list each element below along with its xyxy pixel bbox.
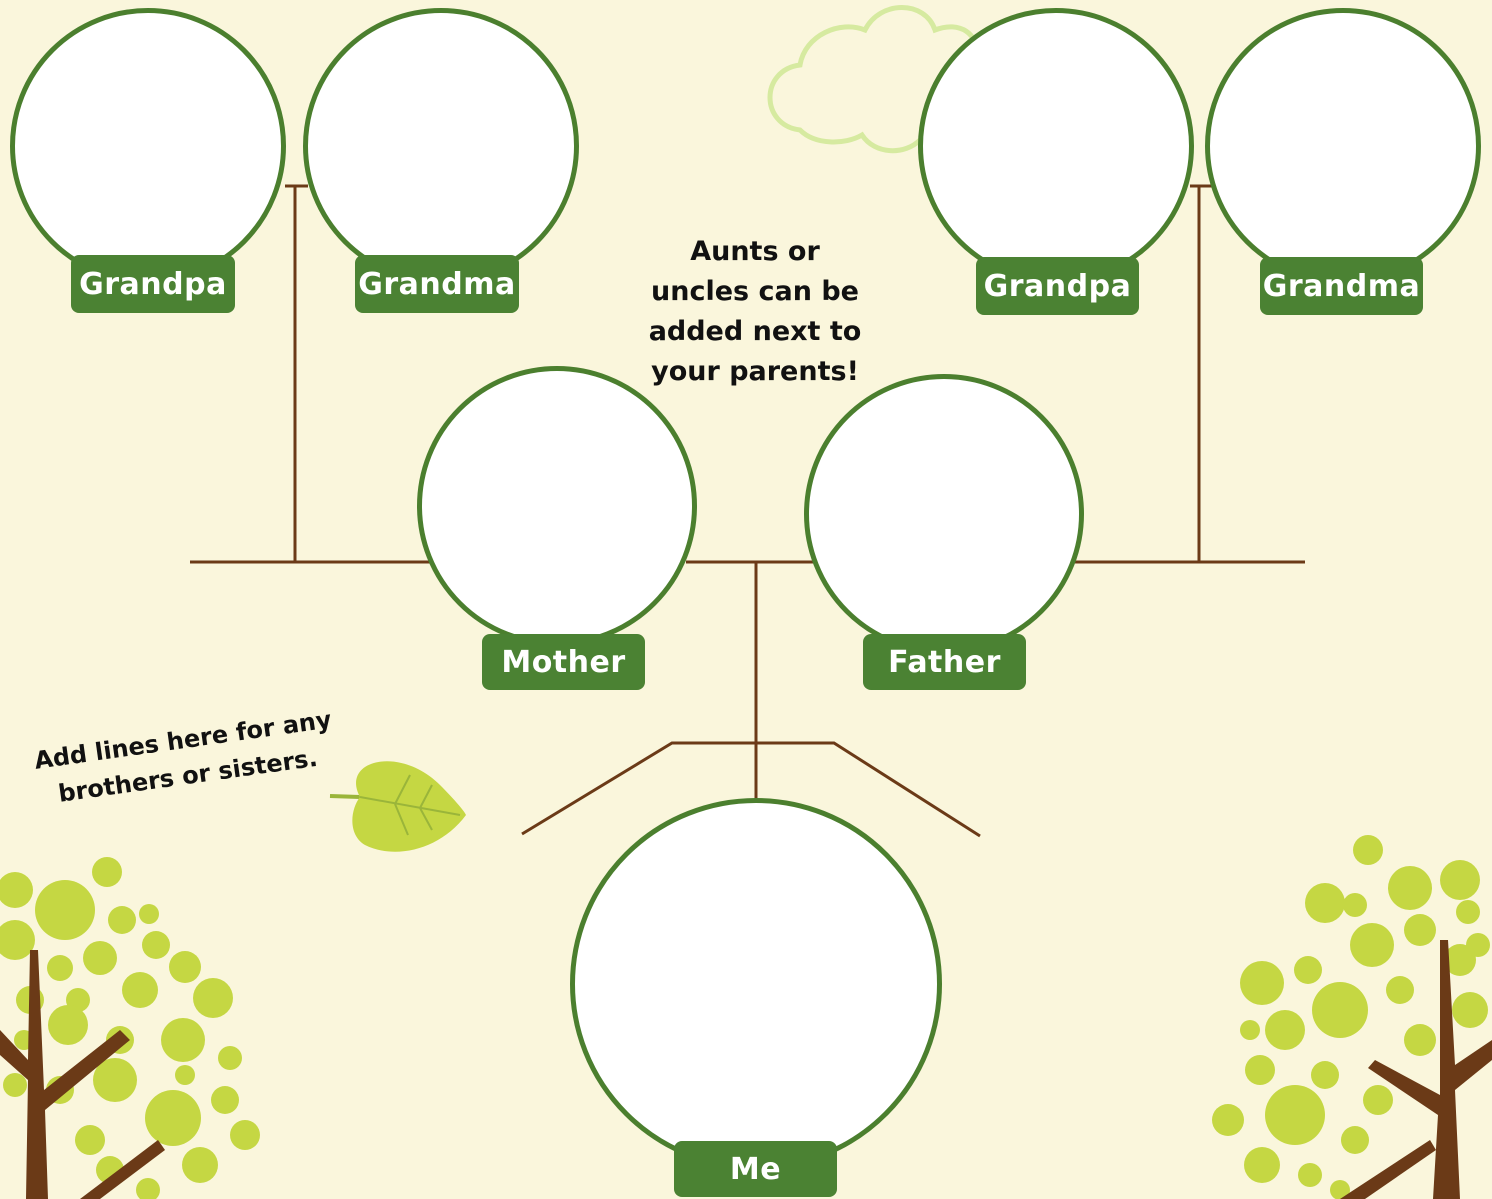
me-label: Me	[674, 1141, 837, 1197]
maternal-grandpa-photo-frame[interactable]	[918, 8, 1194, 284]
me-photo-frame[interactable]	[570, 798, 942, 1170]
maternal-grandpa-label: Grandpa	[976, 257, 1139, 315]
connector-lines	[190, 184, 1305, 838]
paternal-grandma-label: Grandma	[355, 255, 519, 313]
sibling-branch-right	[756, 741, 981, 838]
leaf-icon	[329, 761, 466, 852]
paternal-grandpa-photo-frame[interactable]	[10, 8, 286, 284]
father-label: Father	[863, 634, 1026, 690]
mother-label: Mother	[482, 634, 645, 690]
paternal-grandpa-label: Grandpa	[71, 255, 235, 313]
father-photo-frame[interactable]	[804, 374, 1084, 654]
aunts-uncles-note-line: your parents!	[651, 356, 859, 387]
aunts-uncles-note-line: Aunts or	[690, 236, 820, 267]
tree-left-icon	[0, 857, 260, 1199]
aunts-uncles-note-line: uncles can be	[651, 276, 859, 307]
aunts-uncles-note-line: added next to	[648, 316, 862, 347]
maternal-grandma-label: Grandma	[1260, 257, 1423, 315]
mother-photo-frame[interactable]	[417, 366, 697, 646]
maternal-grandma-photo-frame[interactable]	[1205, 8, 1481, 284]
aunts-uncles-note: Aunts or uncles can be added next to you…	[620, 232, 890, 392]
paternal-grandma-photo-frame[interactable]	[303, 8, 579, 284]
tree-right-icon	[1212, 835, 1492, 1199]
sibling-branch-left	[521, 741, 756, 836]
